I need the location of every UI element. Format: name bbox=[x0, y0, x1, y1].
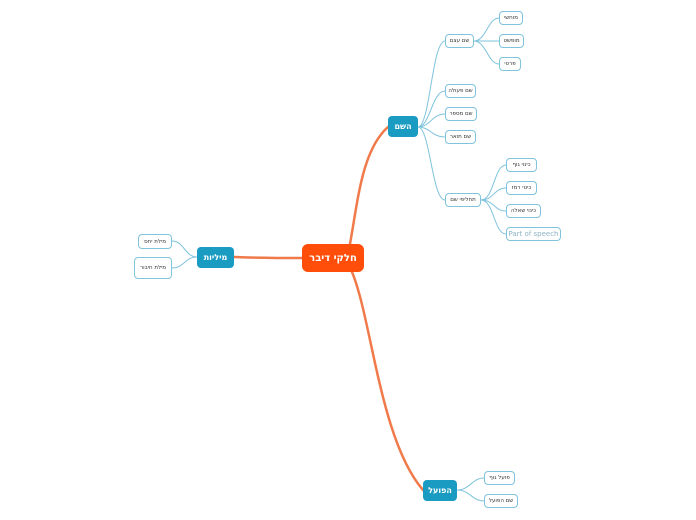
connector-pronoun-child-3 bbox=[480, 199, 507, 235]
connector-root-verb bbox=[350, 270, 425, 492]
leaf-personal-pronoun[interactable]: כינוי גוף bbox=[506, 158, 537, 172]
connector-pronoun-child-0 bbox=[480, 164, 507, 201]
connector-noun-pronouns bbox=[417, 126, 446, 201]
leaf-label: כינוי רמז bbox=[511, 185, 532, 191]
leaf-abstract[interactable]: מופשט bbox=[499, 34, 524, 48]
leaf-label: כינוי גוף bbox=[512, 162, 531, 168]
connector-particles-preposition bbox=[171, 240, 198, 258]
leaf-demonstrative-pronoun[interactable]: כינוי רמז bbox=[506, 181, 537, 195]
connector-proper-child-0 bbox=[473, 17, 500, 42]
leaf-noun-proper[interactable]: שם עצם bbox=[445, 34, 474, 48]
connector-noun-proper bbox=[417, 40, 446, 128]
leaf-pronouns[interactable]: תחליפי שם bbox=[445, 193, 481, 207]
leaf-infinitive[interactable]: שם הפועל bbox=[484, 494, 518, 508]
connector-root-particles bbox=[232, 255, 304, 260]
leaf-label: כינוי שאלה bbox=[510, 208, 537, 214]
leaf-specific[interactable]: פרטי bbox=[499, 57, 521, 71]
leaf-label: מוחשי bbox=[504, 15, 518, 21]
leaf-label: שם פעולה bbox=[448, 88, 473, 94]
leaf-label: מילת יחס bbox=[144, 238, 166, 245]
main-node-noun[interactable]: השם bbox=[388, 116, 418, 137]
connector-verb-infinitive bbox=[456, 489, 485, 502]
leaf-label: פרטי bbox=[504, 61, 516, 67]
leaf-label: שם הפועל bbox=[488, 498, 514, 504]
leaf-label: מופשט bbox=[503, 38, 520, 44]
root-node-parts-of-speech[interactable]: חלקי דיבר bbox=[302, 244, 364, 272]
leaf-label: שם מספר bbox=[449, 111, 473, 117]
connector-verb-person bbox=[456, 477, 485, 491]
branch-connectors bbox=[171, 17, 507, 502]
particles-label: מיליות bbox=[203, 253, 228, 262]
connector-proper-child-2 bbox=[473, 40, 500, 65]
leaf-number-noun[interactable]: שם מספר bbox=[445, 107, 477, 121]
trunk-connectors bbox=[232, 125, 425, 492]
leaf-interrogative-pronoun[interactable]: כינוי שאלה bbox=[506, 204, 541, 218]
connector-noun-action bbox=[417, 90, 446, 128]
leaf-label: שם עצם bbox=[449, 38, 470, 44]
root-label: חלקי דיבר bbox=[309, 252, 357, 264]
connector-root-noun bbox=[348, 125, 390, 246]
connector-noun-number bbox=[417, 113, 446, 128]
leaf-part-of-speech-placeholder[interactable]: Part of speech bbox=[506, 227, 561, 241]
main-node-particles[interactable]: מיליות bbox=[197, 247, 234, 268]
leaf-preposition[interactable]: מילת יחס bbox=[138, 234, 172, 249]
leaf-conjunction[interactable]: מילת חיבור bbox=[134, 257, 172, 279]
connector-pronoun-child-1 bbox=[480, 187, 507, 201]
leaf-label: שם תואר bbox=[449, 134, 472, 140]
main-node-verb[interactable]: הפועל bbox=[423, 480, 457, 501]
leaf-label: מילת חיבור bbox=[139, 265, 167, 271]
noun-label: השם bbox=[394, 122, 412, 131]
leaf-action-noun[interactable]: שם פעולה bbox=[445, 84, 476, 98]
leaf-adjective[interactable]: שם תואר bbox=[445, 130, 476, 144]
leaf-label: Part of speech bbox=[508, 230, 559, 238]
verb-label: הפועל bbox=[428, 486, 452, 495]
connector-particles-conjunction bbox=[171, 256, 198, 269]
leaf-concrete[interactable]: מוחשי bbox=[499, 11, 523, 25]
leaf-verb-person[interactable]: פועל גוף bbox=[484, 471, 515, 485]
connector-noun-adjective bbox=[417, 126, 446, 138]
leaf-label: תחליפי שם bbox=[450, 197, 476, 203]
leaf-label: פועל גוף bbox=[489, 475, 510, 481]
